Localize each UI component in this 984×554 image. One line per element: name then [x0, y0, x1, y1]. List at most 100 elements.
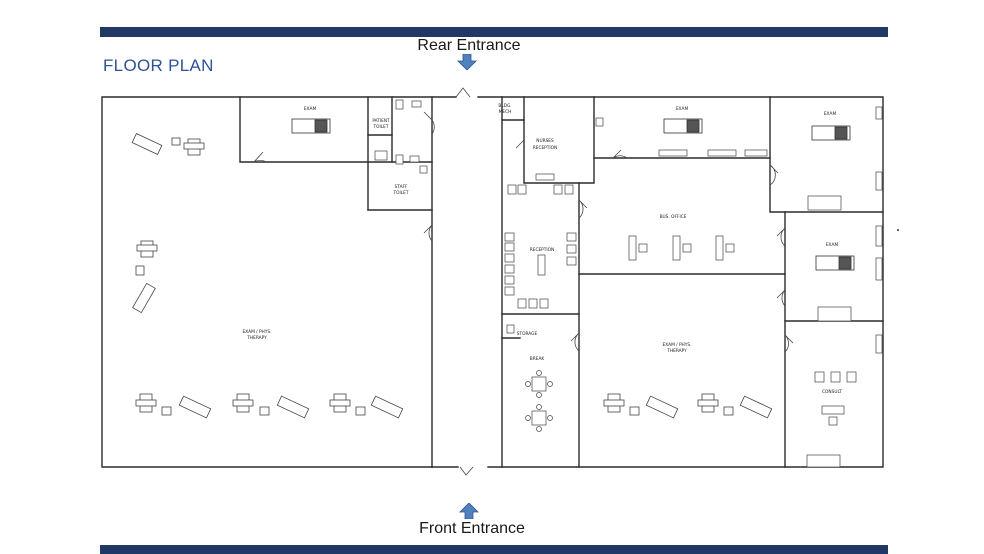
exam-table-icon	[815, 255, 855, 271]
front-entrance-label: Front Entrance	[419, 520, 525, 537]
sink-icon	[875, 171, 883, 191]
desk-icon	[672, 235, 681, 261]
break-table-icon	[525, 404, 553, 432]
counter-icon	[807, 195, 842, 211]
exam-east-label: EXAM	[826, 242, 839, 248]
desk-chair-icon	[638, 243, 648, 253]
desk-icon	[715, 235, 724, 261]
sink-icon	[411, 100, 422, 108]
chair-icon	[504, 232, 515, 242]
sink-icon	[419, 165, 428, 174]
therapy-table-icon	[131, 133, 163, 155]
chair-icon	[814, 371, 825, 383]
chair-icon	[528, 298, 538, 309]
staff-toilet-label-1: STAFF	[395, 184, 408, 190]
chair-icon	[697, 393, 719, 413]
desk-chair-icon	[828, 416, 838, 426]
chair-icon	[507, 184, 517, 195]
stray-mark	[897, 229, 899, 231]
chair-icon	[553, 184, 563, 195]
nurses-wall	[523, 96, 595, 184]
outer-wall-top-right	[477, 96, 884, 468]
counter-icon	[707, 149, 737, 157]
chair-icon	[603, 393, 625, 413]
storage-shelf-icon	[506, 324, 515, 334]
counter-icon	[658, 149, 688, 157]
bldg-mech-label-1: BLDG.	[498, 103, 511, 109]
therapy-west-label-2: THERAPY	[246, 335, 267, 341]
top-banner	[100, 27, 888, 37]
sink-icon	[409, 155, 420, 163]
outer-wall-top-left	[101, 96, 457, 468]
page-title: FLOOR PLAN	[103, 56, 214, 75]
arrow-down-icon	[457, 54, 477, 70]
therapy-west-label-1: EXAM / PHYS.	[242, 329, 271, 335]
consult-desk-icon	[821, 405, 845, 415]
stool-icon	[629, 406, 640, 416]
therapy-table-icon	[132, 282, 156, 314]
sink-icon	[875, 257, 883, 281]
stool-icon	[259, 406, 270, 416]
exam-ne-label: EXAM	[824, 111, 837, 117]
reception-desk-icon	[537, 254, 546, 276]
mech-unit-icon	[875, 106, 883, 120]
toilet-icon	[395, 154, 404, 165]
exam-table-icon	[811, 125, 851, 141]
rear-entrance-label: Rear Entrance	[417, 37, 521, 54]
break-label: BREAK	[530, 356, 545, 362]
chair-icon	[504, 275, 515, 285]
chair-icon	[517, 298, 527, 309]
stool-icon	[171, 137, 181, 146]
chair-icon	[564, 184, 574, 195]
break-table-icon	[525, 370, 553, 398]
bottom-banner	[100, 545, 888, 554]
counter-icon	[744, 149, 768, 157]
therapy-table-icon	[178, 395, 212, 419]
therapy-table-icon	[276, 395, 310, 419]
chair-icon	[504, 242, 515, 252]
sink-icon	[875, 225, 883, 247]
exam-ne-wall	[769, 96, 884, 213]
chair-icon	[136, 240, 158, 258]
chair-icon	[329, 393, 351, 413]
patient-toilet-label-2: TOILET	[372, 124, 388, 130]
exam-table-icon	[663, 118, 703, 134]
chair-icon	[504, 286, 515, 296]
staff-toilet-label-2: TOILET	[392, 190, 408, 196]
chair-icon	[846, 371, 857, 383]
stool-icon	[723, 406, 734, 416]
chair-icon	[566, 232, 577, 242]
therapy-east-label-2: THERAPY	[666, 348, 687, 354]
exam-nw-label: EXAM	[304, 106, 317, 112]
therapy-table-icon	[645, 395, 679, 419]
chair-icon	[232, 393, 254, 413]
bus-office-label: BUS. OFFICE	[660, 214, 687, 220]
sink-icon	[875, 334, 883, 354]
chair-icon	[566, 244, 577, 254]
mech-unit-icon	[595, 117, 604, 127]
stool-icon	[135, 265, 145, 276]
desk-chair-icon	[682, 243, 692, 253]
therapy-east-label-1: EXAM / PHYS.	[662, 342, 691, 348]
reception-label: RECEPTION	[530, 247, 555, 253]
counter-icon	[535, 173, 555, 181]
chair-icon	[504, 253, 515, 263]
patient-toilet-label-1: PATIENT	[372, 118, 390, 124]
toilet-icon	[395, 99, 404, 110]
desk-chair-icon	[725, 243, 735, 253]
stool-icon	[161, 406, 172, 416]
exam-n-mid-label: EXAM	[676, 106, 689, 112]
chair-icon	[183, 138, 205, 156]
stool-icon	[355, 406, 366, 416]
chair-icon	[566, 256, 577, 266]
nurses-reception-label-1: NURSES	[536, 138, 554, 144]
chair-icon	[830, 371, 841, 383]
counter-icon	[817, 306, 852, 322]
storage-label: STORAGE	[517, 331, 538, 337]
counter-icon	[374, 150, 388, 161]
consult-label: CONSULT	[822, 389, 842, 395]
chair-icon	[135, 393, 157, 413]
exam-table-icon	[291, 118, 331, 134]
therapy-table-icon	[739, 395, 773, 419]
